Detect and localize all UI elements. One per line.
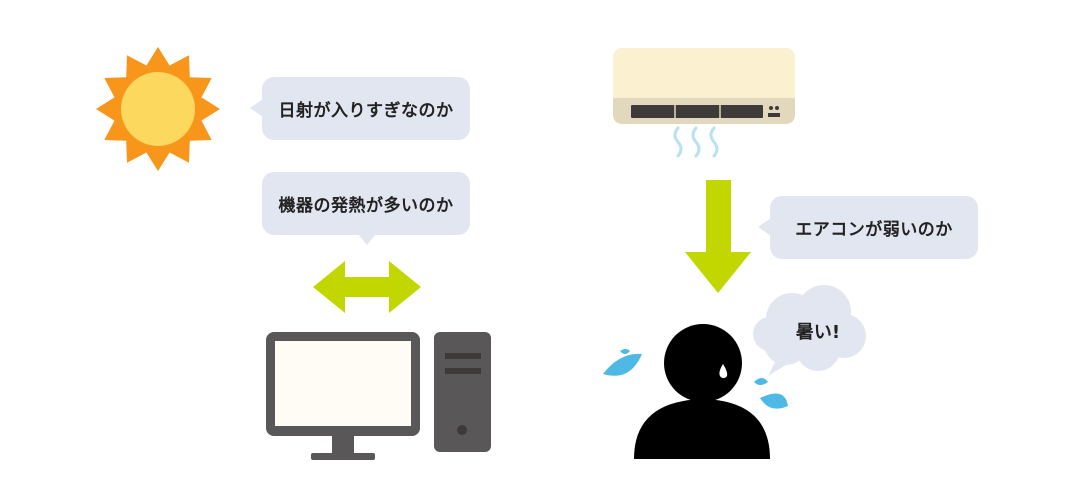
thought-bubble-hot: 暑い! [795,322,841,343]
aircon-vent [631,105,763,118]
thought-cloud [753,285,866,376]
monitor-screen [275,341,411,426]
power-button [457,425,467,435]
pc-tower [434,332,491,452]
desktop-computer-icon [266,332,491,460]
sweat-drop-icon [603,349,788,409]
down-arrow-icon [685,180,751,293]
monitor-base [311,453,375,460]
speech-bubble-sunlight: 日射が入りすぎなのか [250,77,470,140]
person-body [634,399,770,459]
sun-core [121,72,195,146]
double-arrow-icon [313,261,421,313]
sun-icon [96,47,220,171]
head-sweat-drop [719,364,728,379]
person-head [664,324,742,402]
speech-bubble-aircon-weak: エアコンが弱いのか [758,196,978,259]
aircon-indicator [769,106,773,110]
cold-air-icon [673,126,719,158]
air-conditioner-icon [613,48,795,124]
speech-bubble-equipment-heat: 機器の発熱が多いのか [262,172,470,245]
monitor-neck [332,436,354,453]
person-icon [634,324,770,459]
